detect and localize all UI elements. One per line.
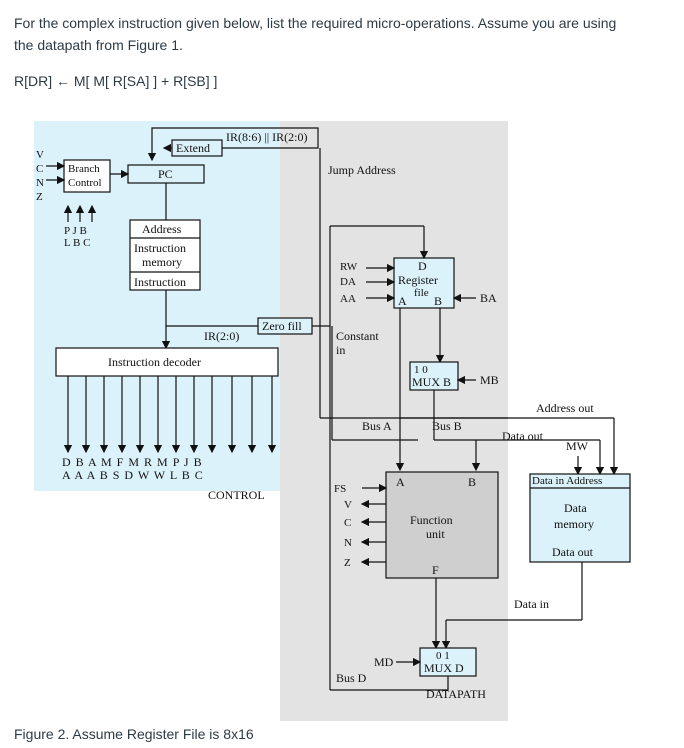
instruction-decoder-box — [55, 347, 279, 377]
flag-c-left: C — [36, 163, 43, 175]
in-label: in — [336, 343, 345, 357]
aa-label: AA — [340, 293, 356, 305]
instr-mem-line1: Instruction — [134, 241, 186, 255]
rw-label: RW — [340, 261, 358, 273]
mux-d-box — [419, 647, 477, 677]
flag-n-left: N — [36, 177, 44, 189]
reg-a-label: A — [398, 294, 407, 308]
file-label: file — [414, 287, 429, 299]
flag-v-fu: V — [344, 499, 352, 511]
instruction-decoder-label: Instruction decoder — [108, 355, 201, 369]
mux-b-label: MUX B — [412, 375, 451, 389]
fs-label: FS — [334, 483, 346, 495]
control-label-bc: Control — [68, 177, 102, 189]
fu-a-label: A — [396, 475, 405, 489]
bus-b-label: Bus B — [432, 419, 462, 433]
address-out-label: Address out — [536, 401, 594, 415]
reg-d-label: D — [418, 259, 427, 273]
mux-d-inputs: 0 1 — [436, 650, 450, 662]
flag-c-fu: C — [344, 517, 351, 529]
register-label: Register — [398, 273, 438, 287]
branch-control-box — [63, 159, 111, 193]
data-in-address-label: Data in Address — [532, 475, 602, 487]
flag-n-fu: N — [344, 537, 352, 549]
mux-b-inputs: 1 0 — [414, 364, 428, 376]
reg-b-label: B — [434, 294, 442, 308]
mux-d-label: MUX D — [424, 661, 464, 675]
question-line-2: the datapath from Figure 1. — [14, 37, 183, 53]
data-memory-box — [529, 473, 631, 563]
pc-label: PC — [158, 167, 173, 181]
ir-fields-label: IR(8:6) || IR(2:0) — [226, 130, 307, 144]
extend-label: Extend — [176, 141, 210, 155]
bus-a-label: Bus A — [362, 419, 392, 433]
data-out-top-label: Data out — [502, 429, 544, 443]
md-label: MD — [374, 655, 394, 669]
ba-label: BA — [480, 291, 497, 305]
data-out-label: Data out — [552, 545, 594, 559]
plb-bottom: L B C — [64, 237, 91, 249]
function-label: Function — [410, 513, 453, 527]
bus-d-label: Bus D — [336, 671, 367, 685]
data-label: Data — [564, 501, 587, 515]
da-label: DA — [340, 276, 356, 288]
flag-v-left: V — [36, 149, 44, 161]
memory-label: memory — [554, 517, 594, 531]
control-caption: CONTROL — [208, 488, 265, 502]
data-in-label: Data in — [514, 597, 549, 611]
register-file-box — [393, 257, 455, 309]
flag-z-left: Z — [36, 191, 43, 203]
instruction-expression: R[DR] ← M[ M[ R[SA] ] + R[SB] ] — [14, 73, 218, 89]
function-unit-box — [385, 471, 499, 579]
constant-label: Constant — [336, 329, 379, 343]
control-signals-bottom: A A A B S D W W L B C — [62, 468, 204, 482]
mw-label: MW — [566, 439, 589, 453]
unit-label: unit — [426, 527, 445, 541]
instruction-memory-box — [129, 219, 201, 291]
branch-label: Branch — [68, 163, 100, 175]
control-signals-top: D B A M F M R M P J B — [62, 455, 203, 469]
mb-label: MB — [480, 373, 499, 387]
address-label: Address — [142, 222, 182, 236]
instr-mem-line2: memory — [142, 255, 182, 269]
question-line-1: For the complex instruction given below,… — [14, 15, 617, 31]
fu-b-label: B — [468, 475, 476, 489]
jump-address-label: Jump Address — [328, 163, 396, 177]
datapath-label: DATAPATH — [426, 687, 486, 701]
instruction-label: Instruction — [134, 275, 186, 289]
flag-z-fu: Z — [344, 557, 351, 569]
plb-top: P J B — [64, 225, 87, 237]
fu-f-label: F — [432, 563, 439, 577]
ir20-label: IR(2:0) — [204, 329, 239, 343]
figure-caption: Figure 2. Assume Register File is 8x16 — [14, 726, 254, 742]
zero-fill-label: Zero fill — [262, 319, 302, 333]
